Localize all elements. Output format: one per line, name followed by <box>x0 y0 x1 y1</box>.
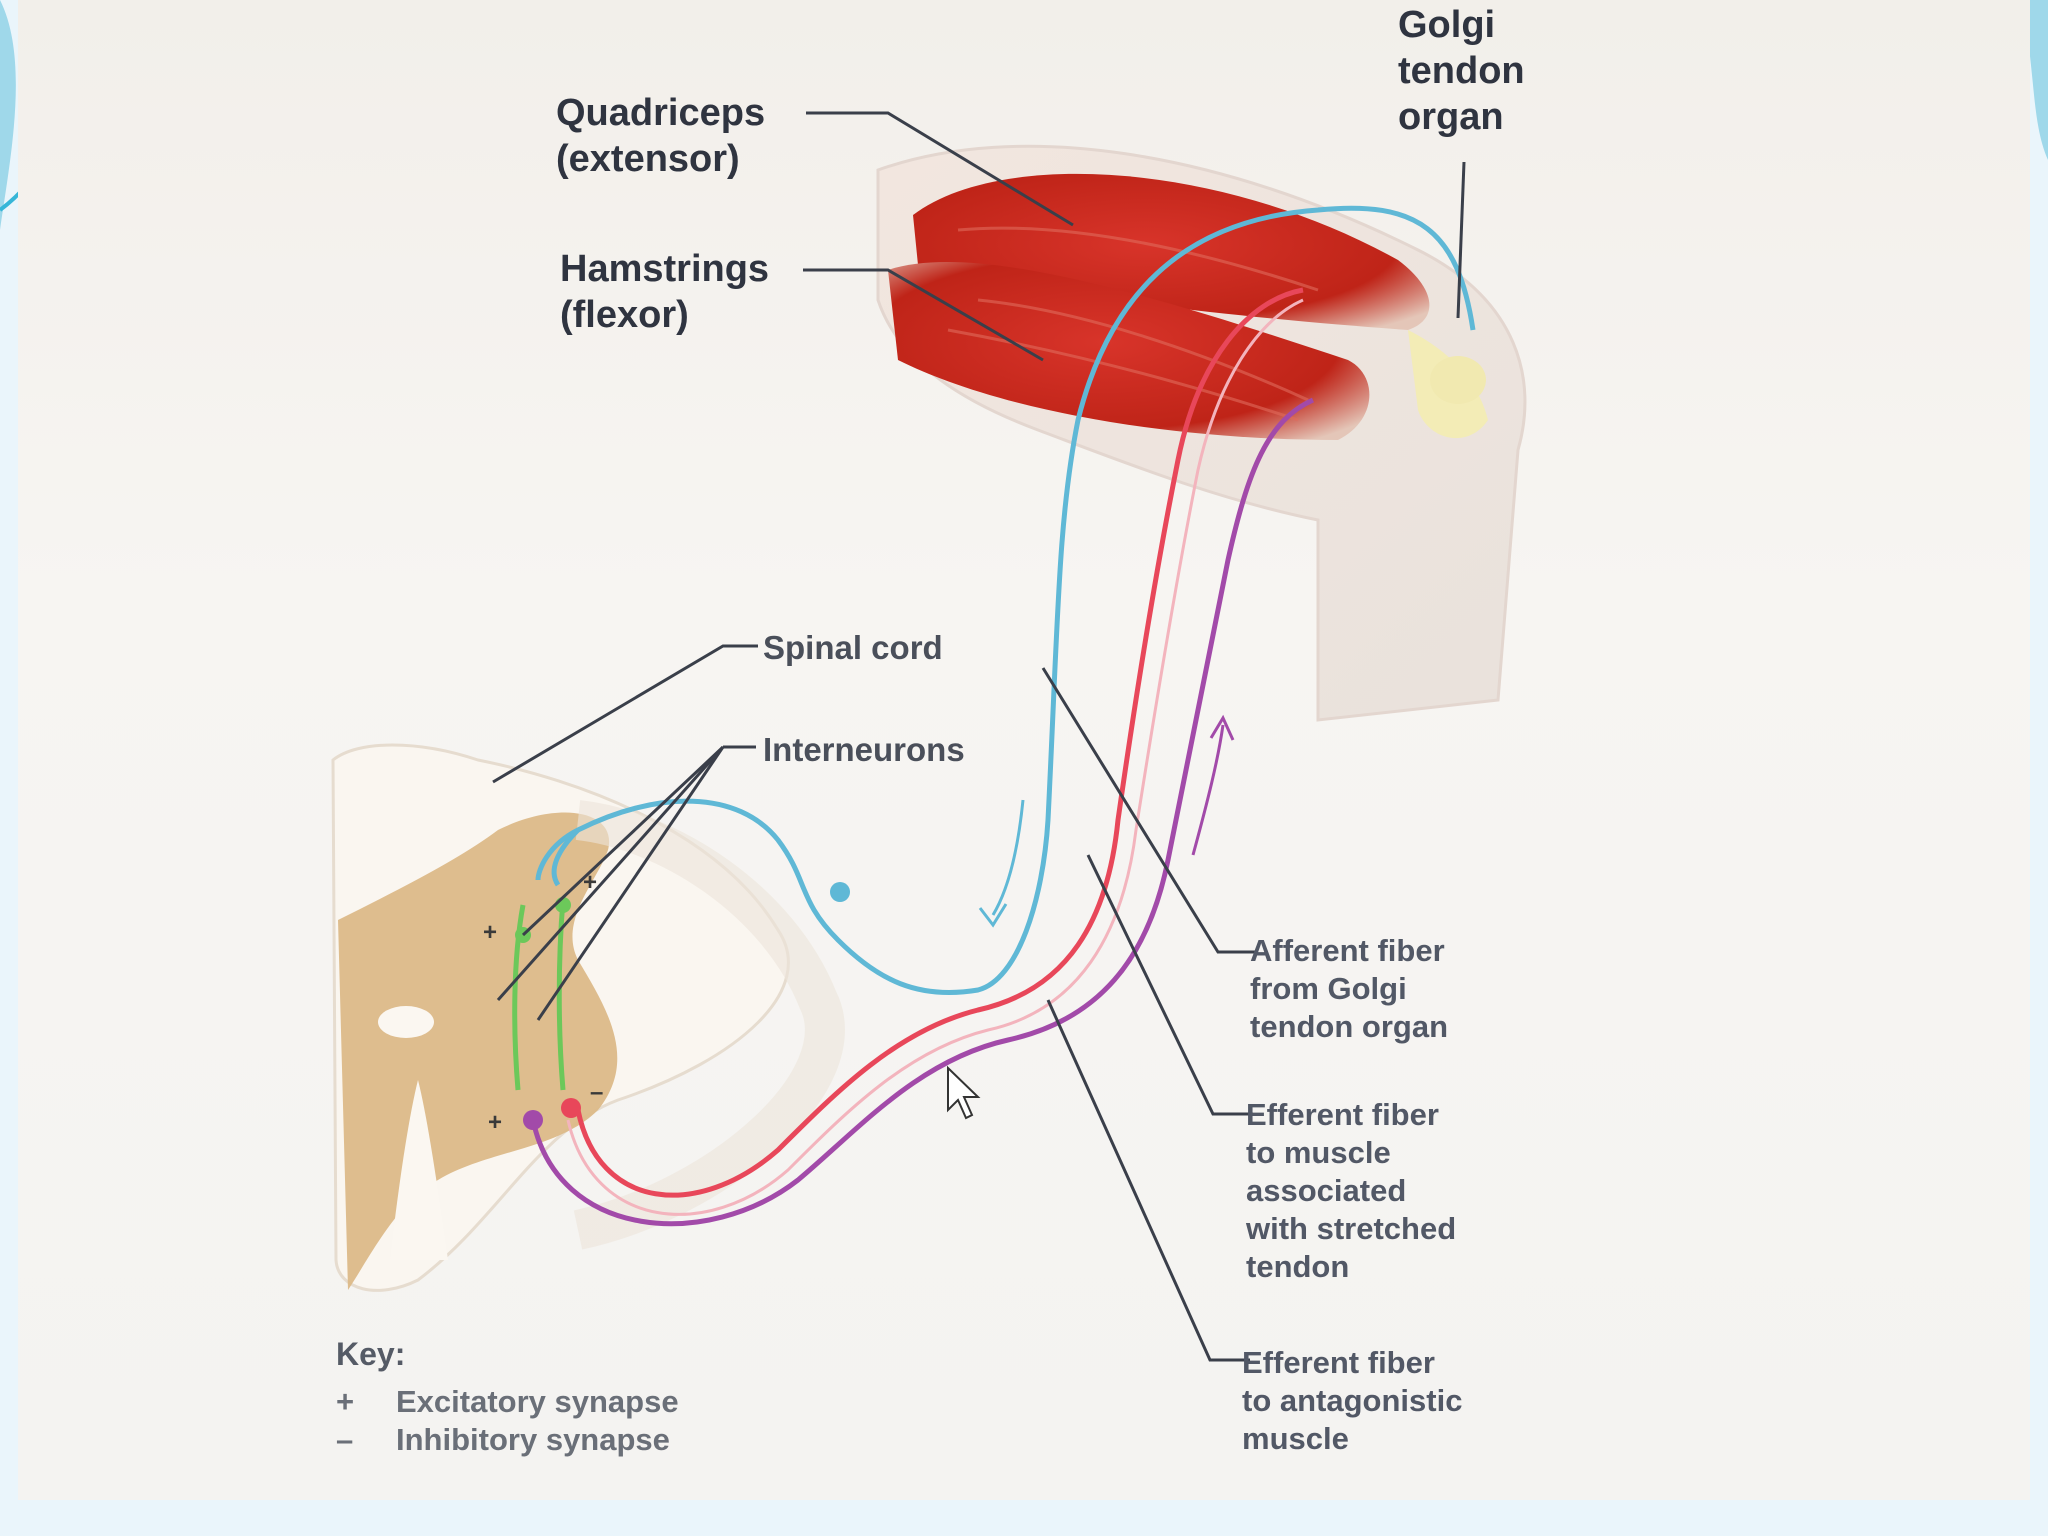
afferent-arrowhead <box>978 903 1008 928</box>
leader-spinal-cord <box>492 644 758 784</box>
label-quadriceps: Quadriceps (extensor) <box>556 92 766 180</box>
leader-efferent-antagonistic <box>1046 999 1250 1362</box>
synapse-minus-1: – <box>590 1079 603 1106</box>
afferent-branch <box>551 828 580 887</box>
diagram-photo: + + + – Quadriceps (extensor) Hamstrings… <box>18 0 2030 1500</box>
label-afferent-fiber: Afferent fiber from Golgi tendon organ <box>1250 933 1449 1044</box>
leader-afferent <box>1041 667 1256 954</box>
muscle-striations <box>947 226 1319 422</box>
efferent-arrowhead <box>1209 714 1235 741</box>
synapse-plus-3: + <box>488 1109 502 1136</box>
interneuron-left <box>512 904 526 1091</box>
efferent-fiber-stretched-outline <box>566 298 1304 1216</box>
reflex-diagram: + + + – <box>331 111 1527 1362</box>
leader-hamstrings <box>803 268 1044 362</box>
key-title: Key: <box>336 1336 406 1372</box>
leader-quadriceps <box>806 111 1074 227</box>
cursor-icon <box>947 1065 981 1120</box>
motor-neuron-red <box>561 1098 581 1118</box>
leader-lines <box>492 111 1466 1362</box>
interneuron-right <box>556 899 566 1091</box>
leader-interneurons-c <box>536 746 725 1021</box>
key-row-excitatory: + Excitatory synapse <box>336 1383 896 1421</box>
label-interneurons: Interneurons <box>763 731 965 768</box>
label-hamstrings: Hamstrings (flexor) <box>560 248 770 336</box>
key-symbol-plus: + <box>336 1384 355 1419</box>
leader-golgi <box>1456 161 1466 319</box>
afferent-fiber <box>535 205 1476 996</box>
legend-key: Key: + Excitatory synapse – Inhibitory s… <box>336 1336 896 1459</box>
ventral-fissure <box>390 1080 448 1260</box>
key-symbol-minus: – <box>336 1422 354 1457</box>
leader-efferent-stretched <box>1086 854 1253 1116</box>
motor-neuron-purple <box>523 1110 543 1130</box>
key-label-excitatory: Excitatory synapse <box>396 1384 679 1419</box>
leader-interneurons-a <box>521 745 725 937</box>
key-row-inhibitory: – Inhibitory synapse <box>336 1421 896 1459</box>
key-label-inhibitory: Inhibitory synapse <box>396 1422 670 1457</box>
afferent-cell-body <box>830 882 850 902</box>
slide-swoosh-right <box>2020 0 2048 160</box>
efferent-arrow <box>1191 724 1225 856</box>
efferent-fiber-antagonistic <box>530 397 1315 1227</box>
afferent-arrow <box>991 799 1025 916</box>
efferent-fiber-stretched <box>575 287 1304 1198</box>
kneecap <box>1430 356 1486 404</box>
label-spinal-cord: Spinal cord <box>763 629 943 666</box>
spinal-nerve-root <box>573 800 845 1250</box>
label-efferent-antagonistic: Efferent fiber to antagonistic muscle <box>1242 1345 1463 1456</box>
central-canal <box>378 1006 434 1038</box>
label-efferent-stretched: Efferent fiber to muscle associated with… <box>1246 1097 1457 1284</box>
label-golgi-tendon-organ: Golgi tendon organ <box>1398 4 1525 138</box>
synapse-plus-1: + <box>483 919 497 946</box>
slide-swoosh-left <box>0 0 16 230</box>
hamstrings-muscle <box>888 262 1370 440</box>
leader-interneurons-b <box>496 746 725 1001</box>
